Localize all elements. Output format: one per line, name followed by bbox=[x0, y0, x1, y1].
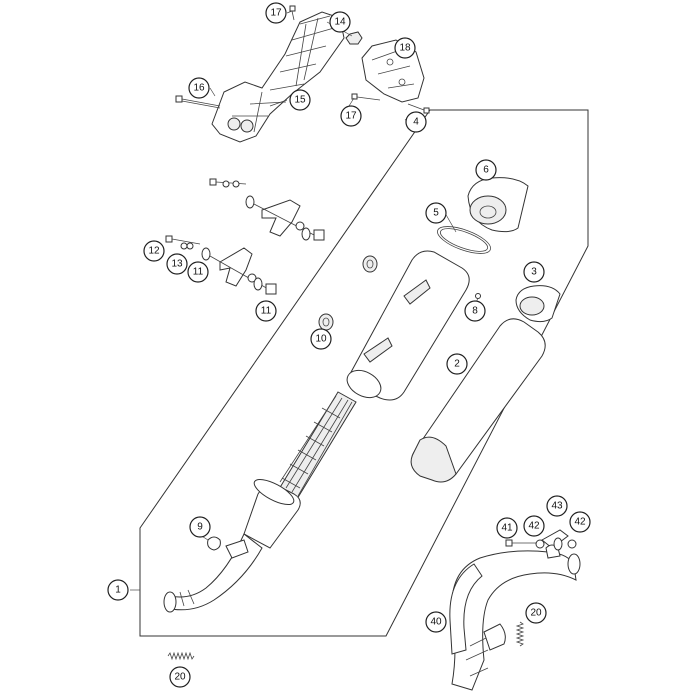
callout-label: 9 bbox=[197, 522, 203, 533]
callout-41: 41 bbox=[496, 517, 518, 539]
callout-16: 16 bbox=[188, 77, 210, 99]
callout-14: 14 bbox=[329, 11, 351, 33]
callout-42-left: 42 bbox=[523, 515, 545, 537]
callout-1: 1 bbox=[107, 579, 129, 601]
callout-10: 10 bbox=[310, 328, 332, 350]
callout-label: 41 bbox=[501, 523, 513, 534]
callout-9: 9 bbox=[189, 516, 211, 538]
callout-13: 13 bbox=[166, 253, 188, 275]
callout-20-right: 20 bbox=[525, 602, 547, 624]
callout-label: 14 bbox=[334, 17, 346, 28]
end-cap-small bbox=[515, 285, 561, 323]
callout-20-left: 20 bbox=[169, 666, 191, 688]
screw bbox=[351, 93, 430, 114]
callout-4: 4 bbox=[405, 111, 427, 133]
callout-label: 3 bbox=[531, 267, 537, 278]
callout-label: 17 bbox=[345, 111, 357, 122]
callout-label: 12 bbox=[148, 246, 160, 257]
callout-11-upper: 11 bbox=[187, 261, 209, 283]
callout-11-lower: 11 bbox=[255, 300, 277, 322]
callout-12: 12 bbox=[143, 240, 165, 262]
callout-label: 17 bbox=[270, 8, 282, 19]
callout-17-upper: 17 bbox=[265, 2, 287, 24]
end-cap bbox=[467, 177, 529, 233]
callout-label: 1 bbox=[115, 585, 121, 596]
callout-label: 5 bbox=[433, 208, 439, 219]
header-pipe bbox=[449, 529, 581, 691]
callout-label: 11 bbox=[193, 267, 204, 278]
callout-18: 18 bbox=[394, 37, 416, 59]
spring bbox=[515, 621, 525, 647]
screw bbox=[289, 5, 296, 21]
callout-label: 20 bbox=[174, 672, 186, 683]
callout-label: 42 bbox=[574, 517, 586, 528]
callout-label: 40 bbox=[430, 617, 442, 628]
spring bbox=[167, 651, 195, 661]
heat-shield bbox=[211, 11, 345, 143]
silencer-sleeve bbox=[410, 318, 546, 483]
callout-17-lower: 17 bbox=[340, 105, 362, 127]
bolt bbox=[505, 537, 577, 551]
silencer-inlet-cone bbox=[243, 478, 301, 549]
callout-label: 6 bbox=[483, 165, 489, 176]
callout-5: 5 bbox=[425, 202, 447, 224]
callout-15: 15 bbox=[289, 89, 311, 111]
callout-label: 11 bbox=[261, 306, 272, 317]
callout-label: 13 bbox=[171, 259, 183, 270]
clamp bbox=[207, 536, 221, 551]
rubber-grommet bbox=[362, 255, 378, 273]
rubber-grommet bbox=[318, 313, 334, 331]
callout-6: 6 bbox=[475, 159, 497, 181]
callout-label: 18 bbox=[399, 43, 411, 54]
screw bbox=[175, 95, 221, 109]
screw bbox=[475, 293, 481, 299]
callout-40: 40 bbox=[425, 611, 447, 633]
callout-label: 10 bbox=[315, 334, 327, 345]
callout-8: 8 bbox=[464, 300, 486, 322]
mounting-bracket-lower bbox=[165, 235, 277, 295]
callout-label: 15 bbox=[294, 95, 306, 106]
perforated-inner-tube bbox=[275, 391, 357, 505]
silencer-body bbox=[346, 250, 470, 401]
callout-label: 4 bbox=[413, 117, 419, 128]
assembly-frame bbox=[139, 109, 589, 637]
callout-label: 8 bbox=[472, 306, 478, 317]
callout-3: 3 bbox=[523, 261, 545, 283]
mounting-bracket-upper bbox=[209, 178, 325, 241]
callout-label: 16 bbox=[193, 83, 205, 94]
callout-43: 43 bbox=[546, 495, 568, 517]
callout-label: 2 bbox=[454, 359, 460, 370]
callout-42-right: 42 bbox=[569, 511, 591, 533]
link-pipe bbox=[163, 533, 263, 613]
callout-label: 42 bbox=[528, 521, 540, 532]
callout-2: 2 bbox=[446, 353, 468, 375]
callout-label: 43 bbox=[551, 501, 563, 512]
gasket bbox=[437, 226, 491, 254]
callout-label: 20 bbox=[530, 608, 542, 619]
